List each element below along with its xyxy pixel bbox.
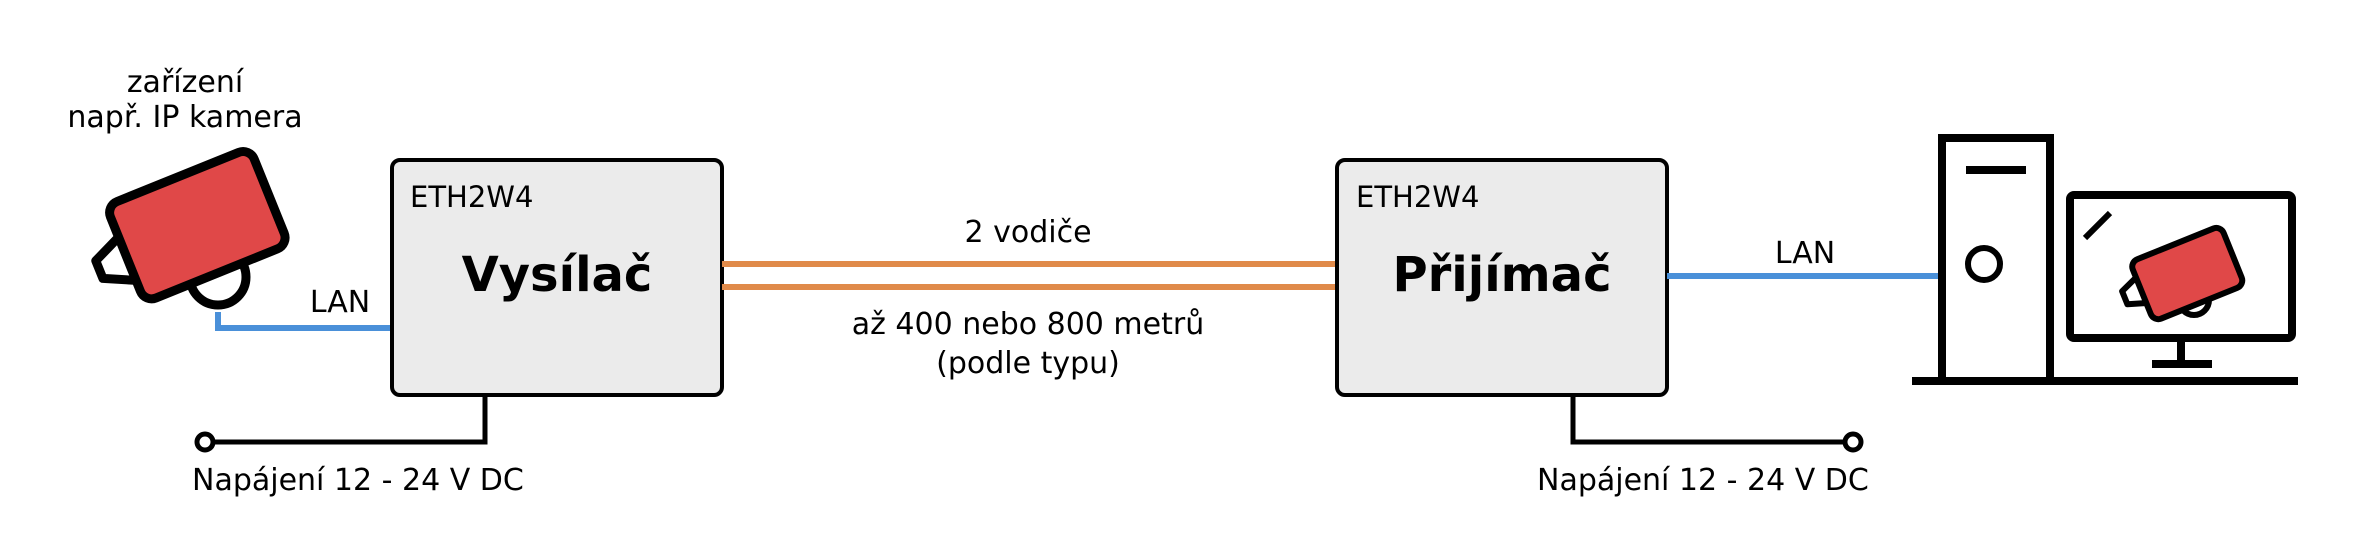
distance-label-line1: až 400 nebo 800 metrů (852, 307, 1204, 342)
transmitter-power-label: Napájení 12 - 24 V DC (192, 463, 524, 498)
transmitter-lan-label: LAN (310, 285, 370, 320)
transmitter-box: ETH2W4 Vysílač (390, 158, 724, 397)
receiver-model: ETH2W4 (1356, 180, 1479, 214)
transmitter-model: ETH2W4 (410, 180, 533, 214)
device-label-line2: např. IP kamera (67, 100, 302, 135)
monitor-camera-icon (2066, 191, 2296, 368)
transmitter-lan-cable (215, 312, 392, 331)
receiver-lan-label: LAN (1775, 236, 1835, 271)
device-label-line1: zařízení (127, 65, 245, 100)
transmitter-power-line (194, 395, 488, 453)
transmitter-name: Vysílač (462, 247, 653, 303)
ip-camera-icon (91, 147, 392, 331)
receiver-power-line (1570, 395, 1864, 453)
receiver-power-terminal (1842, 431, 1864, 453)
transmitter-power-terminal (194, 431, 216, 453)
distance-label-line2: (podle typu) (936, 346, 1120, 381)
receiver-name: Přijímač (1392, 247, 1611, 303)
two-wire-link (722, 261, 1337, 290)
receiver-box: ETH2W4 Přijímač (1335, 158, 1669, 397)
wires-label: 2 vodiče (964, 215, 1091, 250)
desktop-computer-icon (1912, 134, 2298, 385)
receiver-power-label: Napájení 12 - 24 V DC (1537, 463, 1869, 498)
